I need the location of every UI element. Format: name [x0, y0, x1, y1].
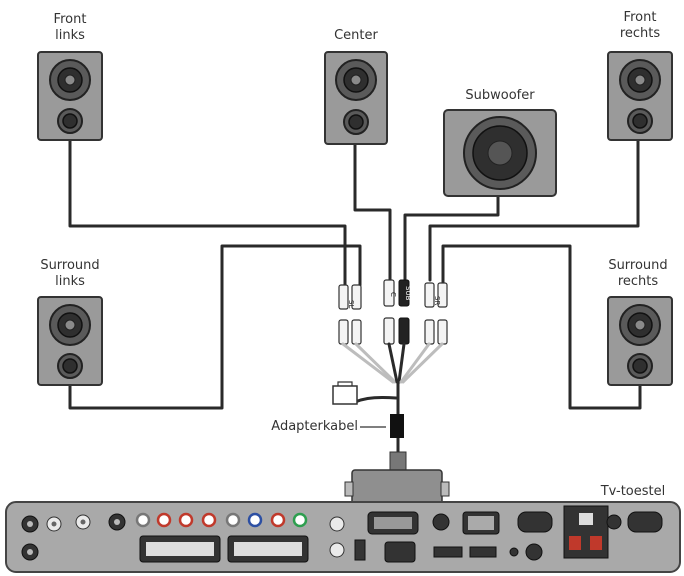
- speaker-subwoofer: [443, 109, 557, 197]
- cable-surround-left: [68, 244, 362, 410]
- plug-sub-lower: [398, 317, 410, 345]
- adapter-fanout: [341, 342, 444, 472]
- cable-subwoofer: [403, 194, 500, 282]
- label-surround-left: Surround links: [22, 258, 118, 290]
- tv-connector-panel: [5, 501, 681, 573]
- label-front-right-line1: Front: [623, 10, 657, 25]
- label-center: Center: [334, 28, 378, 43]
- speaker-cables: [68, 138, 642, 410]
- plug-sr-lower: [424, 319, 448, 345]
- plug-sl-upper: [338, 284, 362, 310]
- label-adapter: Adapterkabel: [271, 419, 358, 434]
- label-surround-right-line1: Surround: [608, 258, 668, 273]
- plug-sr-upper: [424, 282, 448, 308]
- speaker-center: [324, 51, 388, 145]
- adapter-small-plug: [332, 381, 358, 405]
- plug-label-c: C: [389, 292, 397, 297]
- cable-center: [353, 143, 392, 282]
- speaker-surround-right: [607, 296, 673, 386]
- label-tv: Tv-toestel: [600, 484, 666, 499]
- plug-label-sub: SUB: [404, 286, 412, 301]
- speaker-front-right: [607, 51, 673, 141]
- label-surround-right-line2: rechts: [617, 274, 659, 289]
- label-surround-right: Surround rechts: [590, 258, 684, 290]
- adapter-ferrite: [390, 414, 404, 438]
- plug-c-lower: [383, 317, 395, 345]
- label-subwoofer: Subwoofer: [465, 88, 535, 103]
- label-surround-left-line2: links: [55, 274, 85, 289]
- speaker-surround-left: [37, 296, 103, 386]
- cable-front-right: [428, 138, 640, 282]
- label-front-left-line1: Front: [53, 12, 87, 27]
- label-front-right: Front rechts: [602, 10, 678, 42]
- label-front-left-line2: links: [55, 28, 85, 43]
- label-surround-left-line1: Surround: [40, 258, 100, 273]
- plug-sl-lower: [338, 319, 362, 345]
- label-front-right-line2: rechts: [619, 26, 661, 41]
- rca-plugs: SL C SUB SR: [338, 279, 448, 345]
- cable-front-left: [68, 138, 347, 292]
- speaker-front-left: [37, 51, 103, 141]
- plug-sub-upper: [398, 279, 410, 307]
- cable-surround-right: [441, 244, 642, 410]
- scart-connector: [344, 451, 450, 505]
- label-front-left: Front links: [40, 12, 100, 44]
- plug-c-upper: [383, 279, 395, 307]
- plug-label-sr: SR: [433, 296, 441, 305]
- plug-label-sl: SL: [347, 300, 355, 308]
